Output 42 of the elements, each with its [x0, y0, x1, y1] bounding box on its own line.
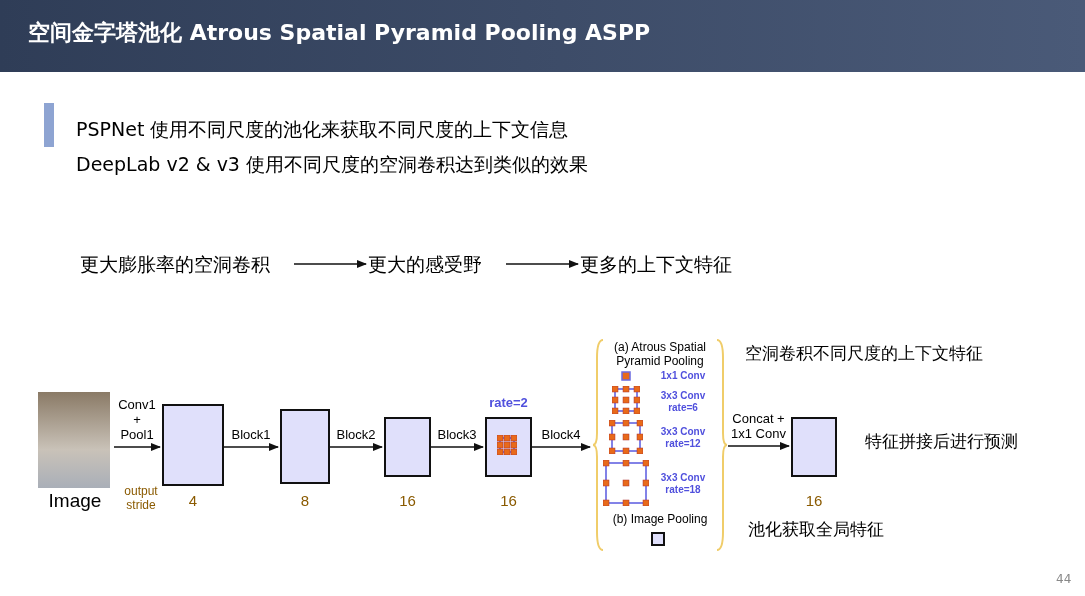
- page-number: 44: [1056, 572, 1072, 586]
- bullet-text: PSPNet 使用不同尺度的池化来获取不同尺度的上下文信息: [76, 117, 569, 142]
- stride-number: 8: [299, 492, 311, 509]
- step-text: 更多的上下文特征: [580, 252, 750, 278]
- arrow: [293, 260, 367, 268]
- stride-number: 16: [499, 492, 518, 509]
- section-heading: (a) Atrous Spatial Pyramid Pooling: [612, 340, 707, 368]
- annotation-text: 特征拼接后进行预测: [865, 430, 1018, 453]
- annotation-text: 池化获取全局特征: [748, 518, 884, 541]
- conv-label: 1x1 Conv: [659, 370, 707, 382]
- section-heading: (b) Image Pooling: [611, 512, 709, 526]
- edge-label: Block4: [541, 427, 581, 442]
- feature-map-box: [384, 417, 431, 477]
- step-text: 更大膨胀率的空洞卷积: [80, 252, 292, 278]
- edge-label: Block1: [231, 427, 271, 442]
- feature-map-box: [485, 417, 532, 477]
- arrow: [113, 443, 161, 451]
- step-text: 更大的感受野: [368, 252, 504, 278]
- stride-number: 16: [804, 492, 824, 509]
- edge-label: Conv1 + Pool1: [117, 397, 157, 442]
- bullet-text: DeepLab v2 & v3 使用不同尺度的空洞卷积达到类似的效果: [76, 152, 588, 177]
- conv-label: 3x3 Conv rate=18: [659, 472, 707, 496]
- image-caption: Image: [47, 490, 103, 512]
- stride-number: 16: [398, 492, 417, 509]
- arrow: [430, 443, 484, 451]
- feature-map-box: [162, 404, 224, 486]
- arrow: [329, 443, 383, 451]
- arrow: [531, 443, 591, 451]
- rate-label: rate=2: [488, 395, 529, 410]
- arrow: [727, 442, 790, 450]
- annotation-text: 空洞卷积不同尺度的上下文特征: [745, 342, 983, 365]
- feature-map-box: [791, 417, 837, 477]
- arrow: [505, 260, 579, 268]
- edge-label: Concat + 1x1 Conv: [730, 411, 787, 441]
- arrow: [223, 443, 279, 451]
- slide-title: 空间金字塔池化 Atrous Spatial Pyramid Pooling ASPP: [28, 19, 651, 47]
- feature-map-box: [280, 409, 330, 484]
- edge-label: Block3: [437, 427, 477, 442]
- edge-label: Block2: [336, 427, 376, 442]
- axis-caption: output stride: [123, 484, 159, 512]
- conv-label: 3x3 Conv rate=6: [659, 390, 707, 414]
- conv-label: 3x3 Conv rate=12: [659, 426, 707, 450]
